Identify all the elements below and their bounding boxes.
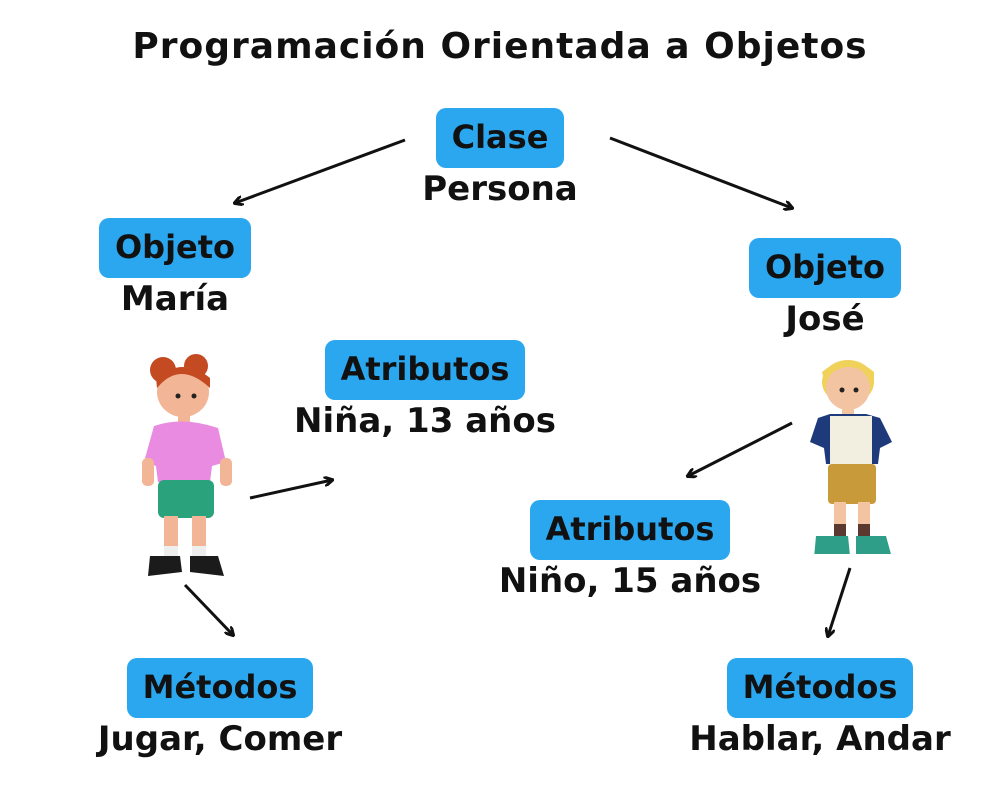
object-right-label: Objeto (748, 238, 902, 298)
object-left-label: Objeto (98, 218, 252, 278)
arrow-jose-to-attributes (688, 421, 793, 476)
attributes-right-label: Atributos (529, 500, 731, 560)
class-value: Persona (422, 169, 578, 209)
arrow-class-to-object-left (235, 138, 406, 203)
class-label: Clase (435, 108, 565, 168)
arrow-jose-to-methods (828, 567, 852, 636)
jose-figure-illustration (810, 360, 892, 559)
attributes-right-value: Niño, 15 años (498, 561, 762, 601)
object-right-value: José (785, 299, 865, 339)
methods-left-label: Métodos (126, 658, 314, 718)
attributes-right-node: Atributos Niño, 15 años (470, 500, 790, 602)
object-right-node: Objeto José (720, 238, 930, 340)
diagram-title: Programación Orientada a Objetos (132, 26, 868, 67)
arrow-class-to-object-right (609, 136, 792, 208)
attributes-left-value: Niña, 13 años (294, 401, 556, 441)
object-left-value: María (120, 279, 230, 319)
methods-right-label: Métodos (726, 658, 914, 718)
class-node: Clase Persona (400, 108, 600, 210)
methods-right-node: Métodos Hablar, Andar (660, 658, 980, 760)
attributes-left-label: Atributos (324, 340, 526, 400)
arrow-maria-to-methods (183, 583, 233, 635)
object-left-node: Objeto María (70, 218, 280, 320)
methods-right-value: Hablar, Andar (689, 719, 951, 759)
methods-left-value: Jugar, Comer (97, 719, 343, 759)
attributes-left-node: Atributos Niña, 13 años (255, 340, 595, 442)
methods-left-node: Métodos Jugar, Comer (70, 658, 370, 760)
arrow-maria-to-attributes (249, 480, 332, 500)
maria-figure-illustration (142, 354, 232, 576)
